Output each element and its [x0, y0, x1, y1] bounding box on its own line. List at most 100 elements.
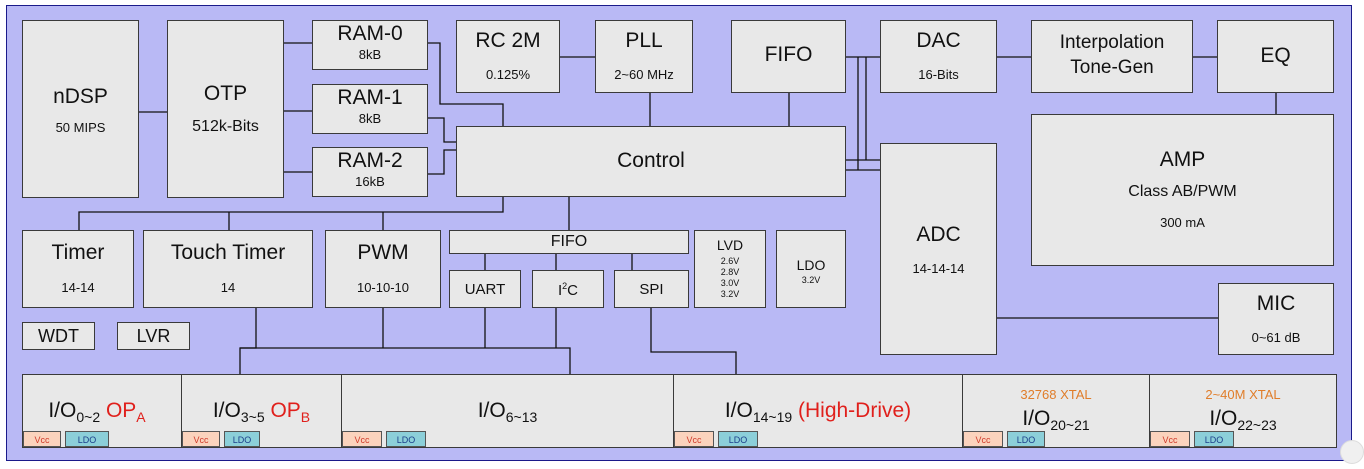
timer-title: Timer	[51, 241, 105, 264]
xtal-label: 2~40M XTAL	[1205, 387, 1281, 402]
io-block-14-19: I/O14~19 (High-Drive) Vcc LDO	[673, 374, 963, 448]
lvd-level: 2.6V	[720, 256, 740, 266]
ldo-tag: LDO	[386, 431, 426, 447]
pll-sub: 2~60 MHz	[614, 67, 674, 82]
fifo-top-block: FIFO	[731, 20, 846, 93]
mic-block: MIC 0~61 dB	[1218, 283, 1334, 355]
timer-block: Timer 14-14	[22, 230, 134, 308]
pwm-sub: 10-10-10	[356, 280, 410, 295]
vcc-tag: Vcc	[342, 431, 382, 447]
touch-timer-block: Touch Timer 14	[143, 230, 313, 308]
pll-title: PLL	[625, 29, 663, 52]
pwm-title: PWM	[357, 241, 409, 264]
i2c-title: I2C	[557, 281, 579, 299]
io-block-6-13: I/O6~13 Vcc LDO	[341, 374, 674, 448]
amp-sub: Class AB/PWM	[1128, 183, 1237, 200]
wdt-title: WDT	[38, 326, 79, 346]
adc-sub: 14-14-14	[912, 261, 965, 276]
spi-block: SPI	[614, 270, 689, 308]
adc-title: ADC	[916, 223, 961, 246]
lvd-level: 3.0V	[720, 278, 740, 288]
ldo-tag: LDO	[1194, 431, 1234, 447]
dac-title: DAC	[916, 29, 961, 52]
control-block: Control	[456, 126, 846, 197]
ndsp-sub: 50 MIPS	[55, 120, 106, 135]
interpolation-block: Interpolation Tone-Gen	[1031, 20, 1193, 93]
ram1-title: RAM-1	[337, 86, 403, 109]
vcc-tag: Vcc	[1150, 431, 1190, 447]
dac-block: DAC 16-Bits	[880, 20, 997, 93]
interpolation-line1: Interpolation	[1059, 32, 1165, 53]
amp-block: AMP Class AB/PWM 300 mA	[1031, 114, 1334, 266]
io-label: I/O14~19 (High-Drive)	[724, 399, 912, 425]
lvd-level: 3.2V	[720, 289, 740, 299]
io-label: I/O22~23	[1209, 407, 1277, 433]
ram2-block: RAM-2 16kB	[312, 147, 428, 197]
pwm-block: PWM 10-10-10	[325, 230, 441, 308]
eq-block: EQ	[1217, 20, 1334, 93]
vcc-tag: Vcc	[182, 431, 220, 447]
ldo-tag: LDO	[65, 431, 109, 447]
rc2m-sub: 0.125%	[485, 67, 531, 82]
i2c-block: I2C	[532, 270, 604, 308]
eq-title: EQ	[1260, 44, 1291, 67]
io-block-20-21: 32768 XTAL I/O20~21 Vcc LDO	[962, 374, 1150, 448]
corner-watermark-icon	[1340, 440, 1364, 464]
ldo-tag: LDO	[718, 431, 758, 447]
rc2m-title: RC 2M	[475, 29, 541, 52]
ndsp-block: nDSP 50 MIPS	[22, 20, 139, 198]
fifo-mid-title: FIFO	[550, 233, 588, 250]
ram1-sub: 8kB	[358, 111, 382, 126]
ram0-block: RAM-0 8kB	[312, 20, 428, 70]
io-block-22-23: 2~40M XTAL I/O22~23 Vcc LDO	[1149, 374, 1337, 448]
uart-block: UART	[449, 270, 521, 308]
amp-current: 300 mA	[1160, 215, 1205, 230]
ram1-block: RAM-1 8kB	[312, 84, 428, 134]
rc2m-block: RC 2M 0.125%	[456, 20, 560, 93]
otp-block: OTP 512k-Bits	[167, 20, 284, 198]
otp-sub: 512k-Bits	[192, 118, 259, 135]
fifo-mid-block: FIFO	[449, 230, 689, 254]
mic-sub: 0~61 dB	[1251, 330, 1301, 345]
ram0-sub: 8kB	[358, 47, 382, 62]
otp-title: OTP	[203, 82, 248, 105]
lvd-title: LVD	[716, 237, 744, 253]
ldo-title: LDO	[796, 257, 826, 273]
ldo-block: LDO 3.2V	[776, 230, 846, 308]
ndsp-title: nDSP	[53, 85, 108, 108]
uart-title: UART	[464, 281, 506, 298]
ldo-sub: 3.2V	[801, 275, 821, 285]
interpolation-line2: Tone-Gen	[1070, 57, 1154, 78]
ldo-tag: LDO	[1007, 431, 1045, 447]
io-label: I/O20~21	[1022, 407, 1090, 433]
ram0-title: RAM-0	[337, 22, 403, 45]
timer-sub: 14-14	[61, 280, 95, 295]
vcc-tag: Vcc	[23, 431, 61, 447]
io-block-0-2: I/O0~2 OPA Vcc LDO	[22, 374, 182, 448]
io-block-3-5: I/O3~5 OPB Vcc LDO	[181, 374, 342, 448]
fifo-top-title: FIFO	[764, 43, 813, 66]
touch-timer-sub: 14	[220, 280, 236, 295]
vcc-tag: Vcc	[963, 431, 1003, 447]
pll-block: PLL 2~60 MHz	[595, 20, 693, 93]
control-title: Control	[617, 149, 685, 172]
mic-title: MIC	[1256, 292, 1296, 315]
ldo-tag: LDO	[224, 431, 260, 447]
wdt-block: WDT	[22, 322, 95, 350]
lvr-block: LVR	[117, 322, 190, 350]
ram2-title: RAM-2	[337, 149, 403, 172]
adc-block: ADC 14-14-14	[880, 143, 997, 355]
ram2-sub: 16kB	[355, 174, 385, 189]
io-label: I/O6~13	[477, 399, 538, 425]
touch-timer-title: Touch Timer	[170, 241, 286, 264]
xtal-label: 32768 XTAL	[1020, 387, 1092, 402]
lvd-block: LVD 2.6V 2.8V 3.0V 3.2V	[694, 230, 766, 308]
vcc-tag: Vcc	[674, 431, 714, 447]
dac-sub: 16-Bits	[918, 67, 959, 82]
lvr-title: LVR	[136, 326, 171, 346]
io-label: I/O0~2 OPA	[48, 399, 146, 425]
lvd-level: 2.8V	[720, 267, 740, 277]
io-label: I/O3~5 OPB	[212, 399, 311, 425]
spi-title: SPI	[639, 281, 664, 298]
